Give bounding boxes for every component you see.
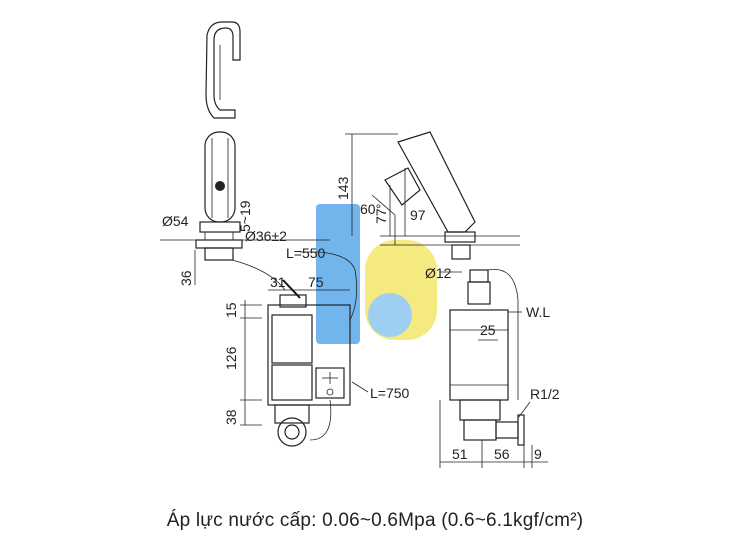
dim-w31: 31 (270, 274, 286, 290)
dim-d12: Ø12 (425, 265, 452, 281)
dim-w9: 9 (534, 446, 542, 462)
dim-w25: 25 (480, 322, 496, 338)
dim-w51: 51 (452, 446, 468, 462)
dim-h143: 143 (335, 176, 351, 200)
dim-d36: Ø36±2 (245, 228, 287, 244)
watermark-logo (316, 204, 437, 344)
dimension-lines (194, 133, 548, 468)
dim-a60: 60° (360, 201, 381, 217)
dim-h15: 15 (223, 302, 239, 318)
dim-r12: R1/2 (530, 386, 560, 402)
dim-w75: 75 (308, 274, 324, 290)
logo-blue-bar (316, 204, 360, 344)
sensor-eye (215, 181, 225, 191)
control-box (231, 251, 358, 447)
dim-l750: L=750 (370, 385, 410, 401)
logo-blue-dot (368, 293, 412, 337)
dim-h36: 36 (178, 270, 194, 286)
dim-l550: L=550 (286, 245, 326, 261)
dim-h77: 77 (373, 208, 389, 224)
dim-h97: 97 (410, 207, 426, 223)
water-pressure-caption: Áp lực nước cấp: 0.06~0.6Mpa (0.6~6.1kgf… (166, 510, 584, 531)
dim-r5-19: 5~19 (237, 200, 253, 232)
spout-front-view (205, 21, 241, 119)
dim-h38: 38 (223, 409, 239, 425)
faucet-body-side-view (160, 131, 330, 261)
dim-wl: W.L (526, 304, 550, 320)
faucet-side-view-right (371, 131, 520, 260)
dim-d54: Ø54 (162, 213, 189, 229)
valve-unit-right (449, 268, 525, 446)
dimension-labels: Ø54 5~19 Ø36±2 L=550 36 31 75 15 126 38 … (162, 176, 560, 462)
dim-w56: 56 (494, 446, 510, 462)
dim-h126: 126 (223, 346, 239, 370)
